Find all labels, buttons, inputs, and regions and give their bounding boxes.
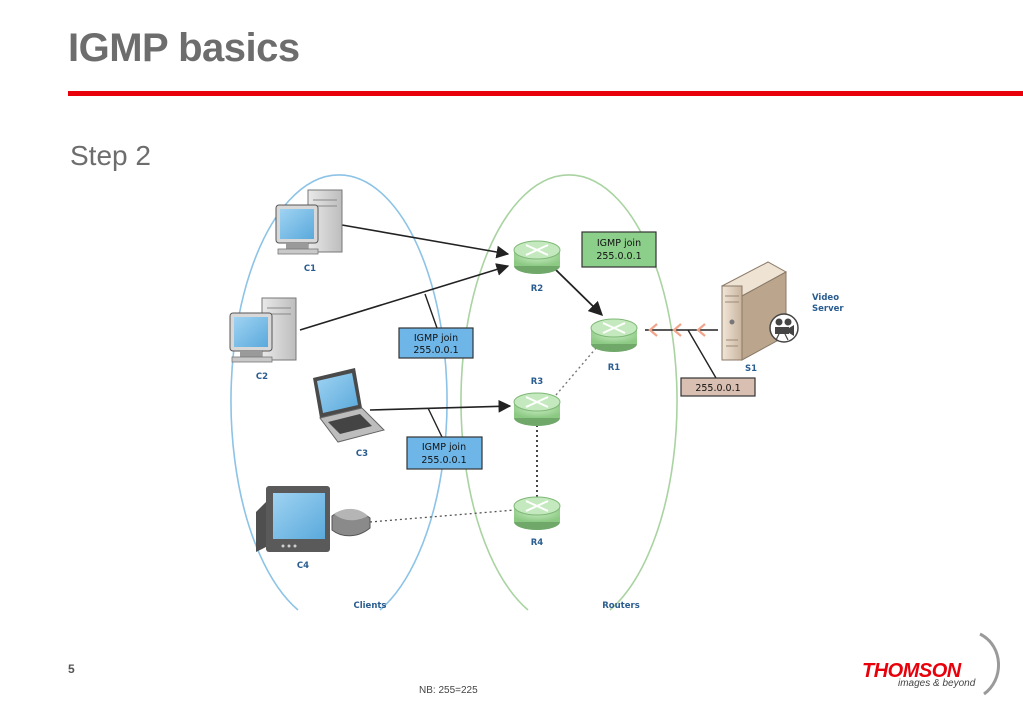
igmp-join-c3-line2: 255.0.0.1	[421, 455, 466, 466]
router-r3	[513, 392, 561, 426]
logo-swoosh-icon	[979, 632, 1000, 696]
igmp-join-c2-line2: 255.0.0.1	[413, 345, 458, 356]
client-c1-label: C1	[304, 264, 316, 274]
laptop-c3-icon	[313, 368, 385, 443]
router-r1-label: R1	[608, 363, 621, 373]
thomson-logo: THOMSON images & beyond	[858, 632, 1008, 696]
igmp-join-c2-line1: IGMP join	[414, 333, 458, 344]
tv-settop-c4-icon	[256, 486, 371, 552]
logo-tagline: images & beyond	[898, 678, 976, 689]
step-label: Step 2	[70, 140, 151, 171]
title-divider	[68, 91, 1023, 96]
server-s1-label: S1	[745, 364, 757, 374]
igmp-join-box-c3: IGMP join 255.0.0.1	[406, 436, 483, 470]
page-title: IGMP basics	[68, 26, 300, 70]
connection-c2-r2	[299, 263, 510, 331]
clients-group-label: Clients	[353, 601, 386, 611]
igmp-join-box-r2: IGMP join 255.0.0.1	[581, 231, 657, 268]
router-r3-label: R3	[531, 377, 544, 387]
desktop-computer-c2-icon	[229, 297, 297, 363]
video-server-caption-line1: Video	[812, 293, 839, 303]
router-r2	[513, 240, 561, 274]
igmp-join-r2-line2: 255.0.0.1	[596, 251, 641, 262]
connection-c1-r2	[341, 224, 510, 259]
client-c2-label: C2	[256, 372, 268, 382]
logo-wordmark: THOMSON	[862, 660, 961, 682]
page-number: 5	[68, 662, 75, 676]
router-r4	[513, 496, 561, 530]
client-c4-label: C4	[297, 561, 309, 571]
video-server-caption-line2: Server	[812, 304, 844, 314]
video-server-caption: Video Server	[812, 293, 844, 314]
igmp-join-c3-line1: IGMP join	[422, 442, 466, 453]
video-camera-icon	[769, 313, 799, 343]
igmp-join-box-c2: IGMP join 255.0.0.1	[398, 327, 474, 359]
multicast-stream-label: 255.0.0.1	[695, 383, 740, 394]
igmp-join-r2-line1: IGMP join	[597, 238, 641, 249]
video-server-s1-icon	[720, 261, 788, 361]
connection-c4-r4-dotted	[369, 509, 516, 523]
connection-c3-r3	[369, 399, 512, 438]
router-r2-label: R2	[531, 284, 544, 294]
connection-r2-r1	[555, 269, 604, 317]
multicast-stream-box: 255.0.0.1	[680, 377, 756, 397]
router-r1	[590, 318, 638, 352]
routers-group-label: Routers	[602, 601, 640, 611]
connection-r3-r1-dotted	[555, 346, 598, 396]
connection-s1-r1	[645, 323, 718, 379]
desktop-computer-c1-icon	[275, 189, 343, 255]
router-r4-label: R4	[531, 538, 544, 548]
client-c3-label: C3	[356, 449, 368, 459]
footnote: NB: 255=225	[419, 685, 478, 696]
